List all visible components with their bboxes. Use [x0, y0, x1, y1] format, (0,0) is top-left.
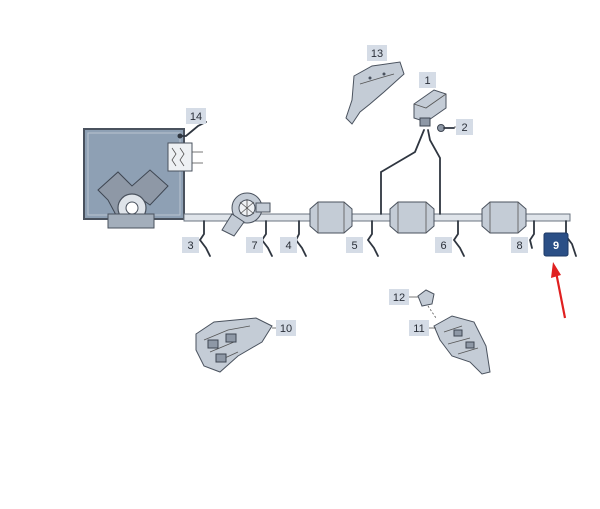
part-1-control-unit	[413, 89, 447, 127]
svg-text:7: 7	[251, 240, 257, 252]
svg-text:9: 9	[553, 240, 559, 252]
label-4: 4	[280, 237, 297, 253]
part-11-bracket	[433, 315, 491, 375]
svg-text:8: 8	[516, 240, 522, 252]
svg-text:10: 10	[280, 323, 292, 335]
exhaust-pipe	[183, 192, 571, 237]
label-6: 6	[435, 237, 452, 253]
label-7: 7	[246, 237, 263, 253]
label-5: 5	[346, 237, 363, 253]
red-arrow-icon	[551, 262, 567, 319]
svg-text:11: 11	[413, 323, 424, 335]
sensor-7	[260, 220, 273, 257]
svg-text:14: 14	[190, 111, 202, 123]
label-11: 11	[409, 320, 436, 336]
svg-text:6: 6	[440, 240, 446, 252]
sensor-8	[529, 220, 535, 249]
catalytic-converter-1	[309, 201, 353, 234]
engine-block	[83, 128, 185, 229]
label-12: 12	[389, 289, 418, 305]
sensor-14	[177, 121, 207, 139]
label-2: 2	[454, 119, 473, 135]
heater-element	[167, 142, 203, 172]
svg-text:4: 4	[285, 240, 291, 252]
part-13-heat-shield	[345, 61, 405, 125]
svg-text:1: 1	[424, 75, 430, 87]
catalytic-converter-2	[389, 201, 435, 234]
label-13: 13	[367, 45, 387, 61]
sensor-5	[366, 220, 379, 257]
svg-text:13: 13	[371, 48, 383, 60]
svg-text:2: 2	[461, 122, 467, 134]
sensor-harness	[380, 129, 441, 215]
sensor-4	[294, 220, 307, 257]
label-3: 3	[182, 237, 199, 253]
label-8: 8	[511, 237, 528, 253]
sensor-3	[198, 220, 211, 257]
svg-text:12: 12	[393, 292, 405, 304]
part-12-clip	[417, 289, 437, 319]
sensor-6	[452, 220, 465, 257]
label-10: 10	[272, 320, 296, 336]
label-9-highlighted: 9	[543, 232, 569, 257]
part-2-screw	[437, 124, 455, 132]
label-14: 14	[186, 108, 206, 124]
svg-text:5: 5	[351, 240, 357, 252]
sensor-9	[565, 220, 577, 257]
catalytic-converter-3	[481, 201, 527, 234]
part-10-bracket	[195, 317, 273, 373]
svg-text:3: 3	[187, 240, 193, 252]
label-1: 1	[419, 72, 436, 88]
turbocharger	[221, 192, 271, 237]
